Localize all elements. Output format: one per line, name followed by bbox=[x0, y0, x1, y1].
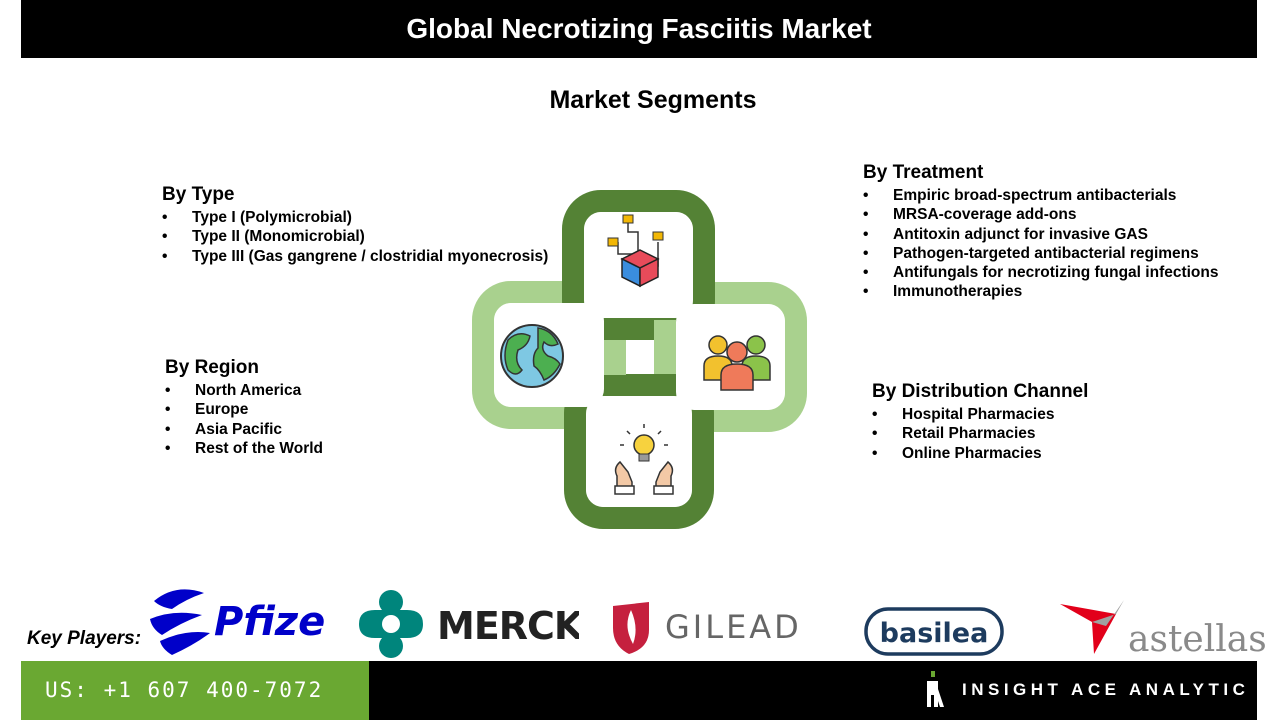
people-group-icon bbox=[703, 335, 771, 391]
list-item: •Hospital Pharmacies bbox=[872, 406, 1055, 423]
data-cube-icon bbox=[607, 214, 664, 288]
gilead-logo: GILEAD bbox=[613, 602, 802, 654]
bottom-ring bbox=[564, 374, 714, 529]
list-item: •Online Pharmacies bbox=[872, 444, 1042, 462]
list-item: •North America bbox=[165, 382, 302, 399]
brand-name: INSIGHT ACE ANALYTIC bbox=[962, 680, 1250, 699]
segment-by-region: By Region •North America •Europe •Asia P… bbox=[165, 357, 323, 458]
list-item: •Immunotherapies bbox=[863, 283, 1023, 301]
segment-heading: By Distribution Channel bbox=[872, 381, 1089, 402]
segment-list: •North America •Europe •Asia Pacific •Re… bbox=[165, 381, 323, 458]
segments-diagram bbox=[472, 190, 807, 529]
list-item: •Asia Pacific bbox=[165, 420, 283, 438]
astellas-wordmark: astellas bbox=[1128, 619, 1267, 660]
list-item: •MRSA-coverage add-ons bbox=[863, 206, 1077, 224]
top-ring bbox=[562, 190, 715, 340]
pfizer-logo: Pfizer bbox=[150, 589, 326, 655]
basilea-wordmark: basilea bbox=[880, 618, 989, 649]
basilea-logo: basilea bbox=[864, 607, 1004, 656]
list-item: •Type I (Polymicrobial) bbox=[162, 209, 352, 226]
list-item: •Antitoxin adjunct for invasive GAS bbox=[863, 225, 1148, 243]
merck-wordmark: MERCK bbox=[437, 604, 579, 648]
section-subtitle: Market Segments bbox=[549, 86, 757, 114]
merck-logo: MERCK bbox=[359, 590, 579, 658]
list-item: •Europe bbox=[165, 401, 249, 419]
lightbulb-hands-icon bbox=[614, 424, 674, 495]
right-ring bbox=[654, 282, 807, 432]
segment-by-treatment: By Treatment •Empiric broad-spectrum ant… bbox=[863, 162, 1219, 302]
list-item: •Empiric broad-spectrum antibacterials bbox=[863, 187, 1177, 204]
list-item: •Retail Pharmacies bbox=[872, 425, 1036, 443]
list-item: •Antifungals for necrotizing fungal infe… bbox=[863, 264, 1219, 282]
segment-list: •Hospital Pharmacies •Retail Pharmacies … bbox=[872, 405, 1088, 463]
list-item: •Rest of the World bbox=[165, 439, 324, 457]
segment-heading: By Region bbox=[165, 357, 259, 378]
title-bar: Global Necrotizing Fasciitis Market bbox=[21, 0, 1257, 58]
brand-bar: INSIGHT ACE ANALYTIC bbox=[369, 661, 1257, 720]
pfizer-wordmark: Pfizer bbox=[214, 599, 326, 645]
segment-heading: By Treatment bbox=[863, 162, 984, 183]
segment-by-distribution-channel: By Distribution Channel •Hospital Pharma… bbox=[872, 381, 1088, 463]
astellas-logo: astellas bbox=[1060, 600, 1267, 660]
segment-heading: By Type bbox=[162, 184, 235, 205]
segment-list: •Empiric broad-spectrum antibacterials •… bbox=[863, 186, 1219, 302]
globe-icon bbox=[500, 324, 564, 388]
key-players-label: Key Players: bbox=[27, 628, 142, 649]
contact-phone-bar: US: +1 607 400-7072 bbox=[21, 661, 369, 720]
contact-phone: US: +1 607 400-7072 bbox=[45, 678, 324, 702]
segment-by-type: By Type •Type I (Polymicrobial) •Type II… bbox=[162, 184, 548, 266]
list-item: •Type II (Monomicrobial) bbox=[162, 228, 365, 246]
gilead-wordmark: GILEAD bbox=[665, 608, 802, 646]
segment-list: •Type I (Polymicrobial) •Type II (Monomi… bbox=[162, 208, 548, 266]
brand-logo-icon bbox=[927, 671, 944, 707]
page-title: Global Necrotizing Fasciitis Market bbox=[406, 13, 872, 44]
list-item: •Pathogen-targeted antibacterial regimen… bbox=[863, 244, 1199, 262]
list-item: •Type III (Gas gangrene / clostridial my… bbox=[162, 247, 549, 265]
